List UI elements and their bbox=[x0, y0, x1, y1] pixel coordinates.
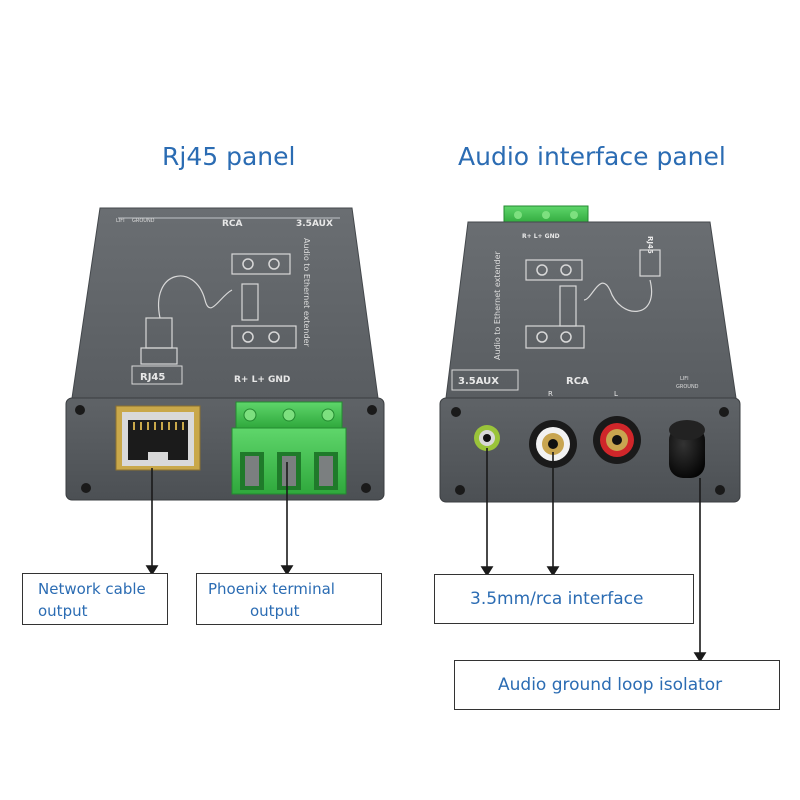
right-top-terminal-label: R+ L+ GND bbox=[522, 233, 560, 240]
rj45-panel-heading: Rj45 panel bbox=[162, 142, 296, 171]
right-aux-label: 3.5AUX bbox=[458, 376, 499, 387]
left-led-ground-label: GROUND bbox=[132, 218, 155, 224]
phoenix-callout-line2: output bbox=[250, 602, 300, 620]
right-led-lifi-label: LIFI bbox=[680, 376, 689, 382]
phoenix-terminal bbox=[231, 401, 347, 495]
right-l-label: L bbox=[614, 390, 618, 398]
left-device: 3.5AUX RCA LIFI GROUND Audio to Ethernet… bbox=[65, 207, 385, 501]
callout-lines bbox=[145, 448, 707, 663]
rca-white-jack bbox=[529, 420, 577, 468]
left-top-aux-label: 3.5AUX bbox=[296, 219, 333, 229]
network-callout-line2: output bbox=[38, 602, 88, 620]
phoenix-callout-line1: Phoenix terminal bbox=[208, 580, 335, 598]
left-rj45-label: RJ45 bbox=[140, 372, 165, 383]
left-side-text: Audio to Ethernet extender bbox=[302, 238, 311, 348]
rca-interface-callout: 3.5mm/rca interface bbox=[434, 574, 694, 624]
rca-red-jack bbox=[593, 416, 641, 464]
phoenix-terminal-callout: Phoenix terminal output bbox=[196, 573, 382, 625]
right-device: R+ L+ GND RJ45 Audio to Ethernet extende… bbox=[439, 205, 741, 503]
right-led-ground-label: GROUND bbox=[676, 384, 699, 390]
left-top-rca-label: RCA bbox=[222, 219, 243, 229]
left-led-lifi-label: LIFI bbox=[116, 218, 125, 224]
audio-panel-heading: Audio interface panel bbox=[458, 142, 726, 171]
network-callout-line1: Network cable bbox=[38, 580, 146, 598]
rj45-port bbox=[115, 405, 201, 471]
aux-jack bbox=[474, 425, 500, 451]
right-rca-label: RCA bbox=[566, 376, 589, 387]
right-top-rj45-label: RJ45 bbox=[646, 236, 654, 254]
left-terminal-labels: R+ L+ GND bbox=[234, 375, 290, 385]
network-cable-callout: Network cable output bbox=[22, 573, 168, 625]
isolator-knob bbox=[669, 420, 705, 478]
isolator-callout: Audio ground loop isolator bbox=[454, 660, 780, 710]
right-side-text: Audio to Ethernet extender bbox=[493, 250, 502, 360]
right-r-label: R bbox=[548, 390, 553, 398]
